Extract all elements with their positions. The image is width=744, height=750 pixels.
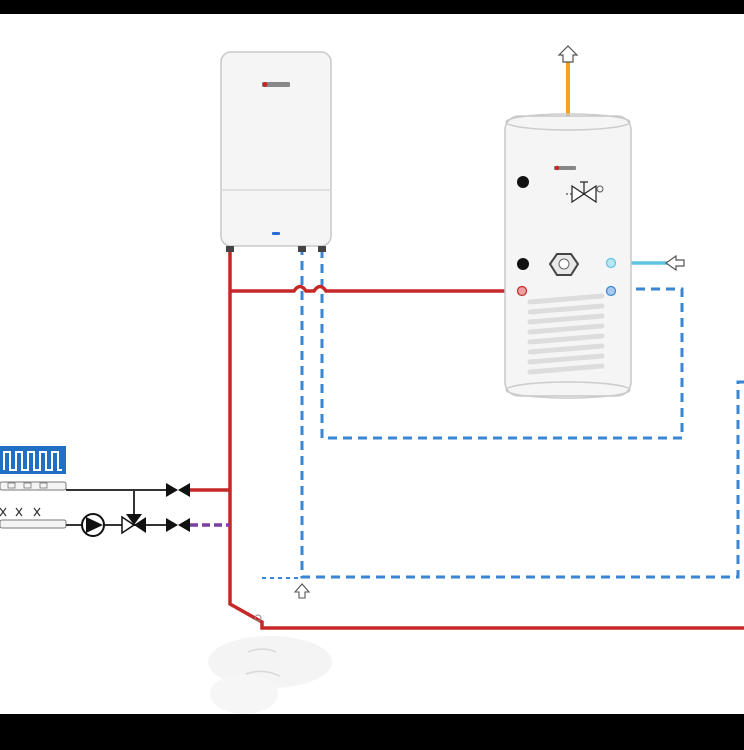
hot-water-cylinder-icon: [504, 113, 632, 399]
boiler-body: [220, 51, 332, 247]
heating-return-pipe: [300, 246, 744, 579]
cylinder-flow-pipe: [230, 284, 520, 293]
coil-return-connection: [605, 285, 617, 297]
return-pipes: [262, 246, 744, 579]
cylinder-return-pipe: [320, 246, 684, 440]
vent-pipe-group: [557, 45, 579, 116]
pressure-relief-valve-icon: [566, 181, 604, 204]
flow-pipes: [190, 246, 744, 630]
isolation-valve-icon: [166, 483, 190, 532]
heating-coil: [527, 293, 605, 375]
sensor-pocket-lower: [517, 258, 529, 270]
manifold-icon: [0, 446, 67, 529]
diagram-canvas: [0, 14, 744, 714]
vent-arrow-up-icon: [557, 45, 579, 63]
cold-feed-connection: [605, 257, 617, 269]
return-manifold-bar: [0, 519, 67, 529]
cold-in-arrow-left-icon: [664, 254, 685, 272]
coil-flow-connection: [516, 285, 528, 297]
flow-manifold-bar: [0, 481, 67, 491]
pump-icon: [81, 513, 105, 537]
obscured-region: [208, 636, 332, 714]
return-arrow-up-icon: [293, 583, 311, 599]
boiler-icon: [220, 51, 332, 252]
three-port-valve-icon: [121, 514, 146, 535]
heating-system-schematic: [0, 45, 744, 714]
drain-valve-icon: [254, 614, 262, 622]
boiler-flow-pipe: [228, 246, 744, 630]
sensor-pocket-upper: [517, 176, 529, 188]
